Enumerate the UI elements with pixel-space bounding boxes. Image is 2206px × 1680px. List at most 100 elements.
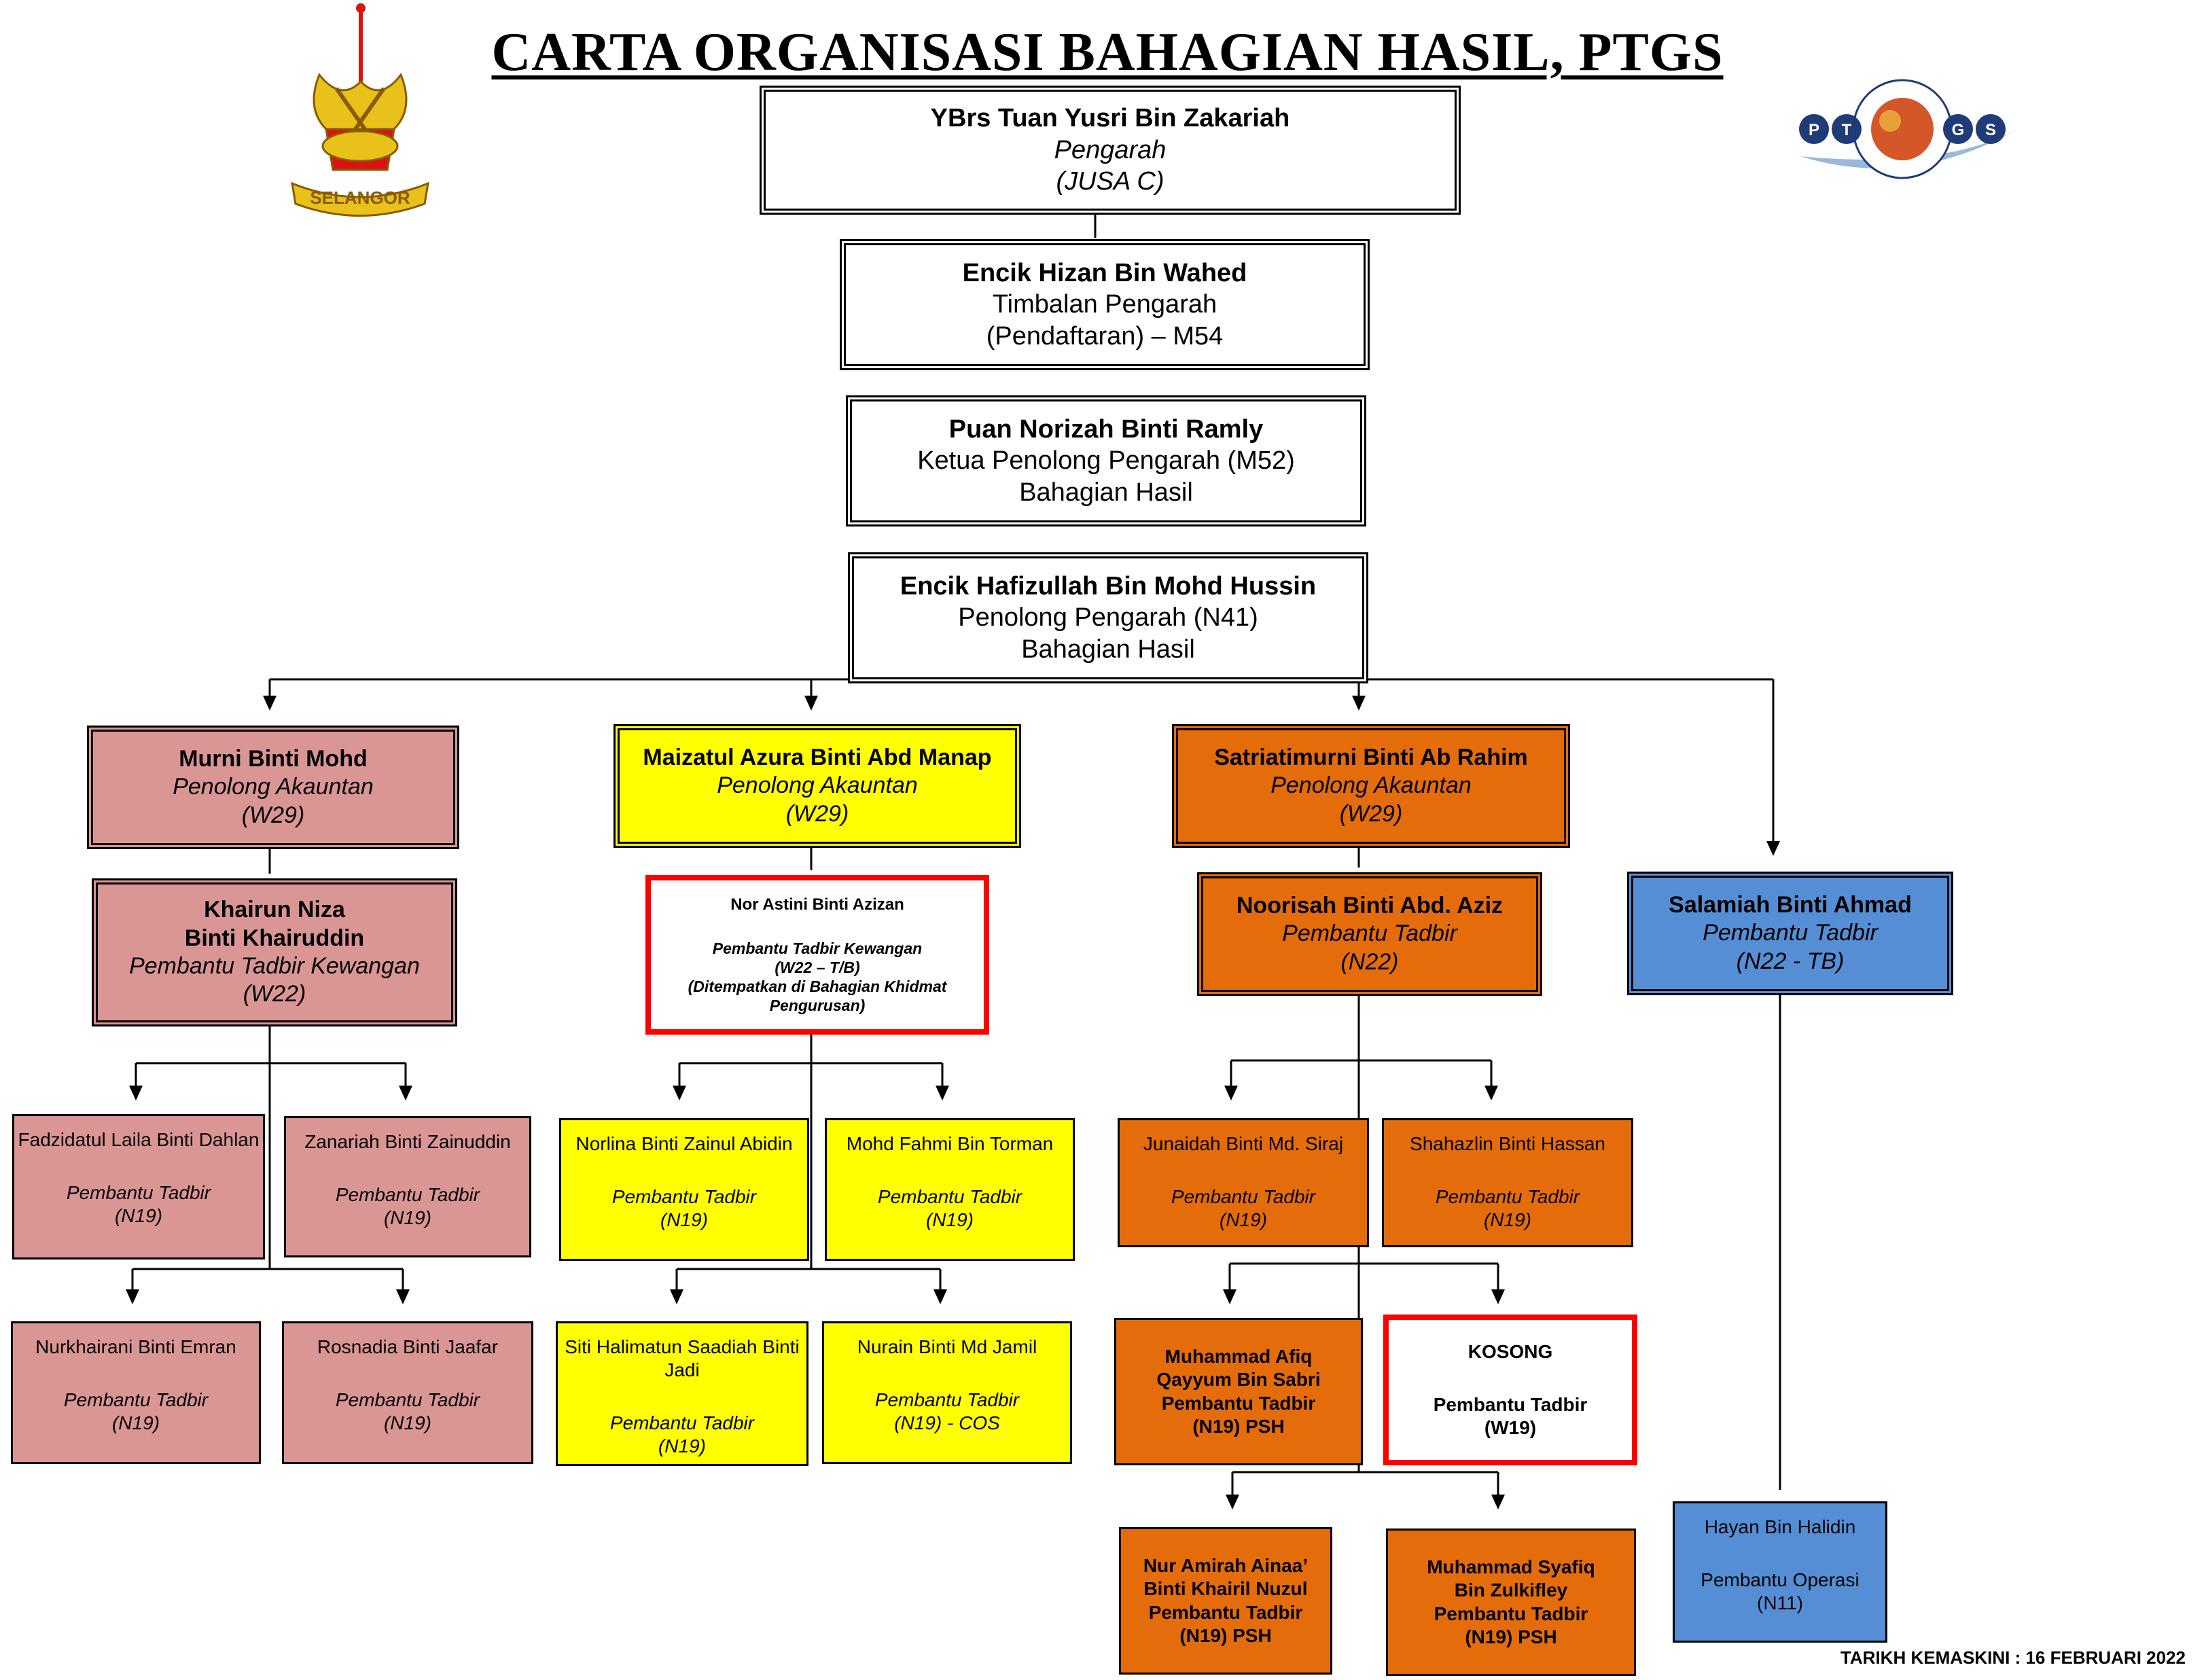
node-title: Pembantu Tadbir <box>1148 1601 1303 1623</box>
node-name: Nor Astini Binti Azizan <box>730 895 904 914</box>
node-grade: (N19) <box>925 1209 974 1231</box>
node-grade: (W29) <box>1339 800 1403 827</box>
node-title: Pembantu Tadbir <box>1282 921 1457 947</box>
node-ketua: Puan Norizah Binti Ramly Ketua Penolong … <box>846 395 1366 526</box>
node-amirah: Nur Amirah Ainaa’ Binti Khairil Nuzul Pe… <box>1119 1527 1332 1675</box>
node-grade: (N19) <box>383 1412 431 1434</box>
arrow-head <box>1766 841 1780 856</box>
node-title: Pembantu Tadbir <box>66 1182 211 1204</box>
node-name: Encik Hafizullah Bin Mohd Hussin <box>900 571 1317 601</box>
svg-text:G: G <box>1952 121 1965 139</box>
node-title: Pembantu Tadbir <box>1161 1392 1316 1414</box>
node-title: Timbalan Pengarah <box>992 290 1217 319</box>
arrow-head <box>933 1289 947 1304</box>
node-murni: Murni Binti Mohd Penolong Akauntan (W29) <box>87 726 459 849</box>
node-title: Pembantu Tadbir <box>874 1389 1020 1411</box>
node-norlina: Norlina Binti Zainul Abidin Pembantu Tad… <box>559 1118 809 1261</box>
node-title: Pembantu Tadbir <box>1171 1186 1316 1208</box>
node-name: Murni Binti Mohd <box>179 745 368 772</box>
arrow-head <box>804 696 818 711</box>
node-name: Rosnadia Binti Jaafar <box>317 1336 499 1357</box>
node-note: (Ditempatkan di Bahagian Khidmat Penguru… <box>688 978 947 1015</box>
node-name: Bin Zulkifley <box>1454 1579 1568 1601</box>
node-title: Pembantu Tadbir Kewangan <box>129 953 420 979</box>
node-grade: (N19) - COS <box>894 1412 1000 1434</box>
svg-text:P: P <box>1809 121 1819 139</box>
node-name: Junaidah Binti Md. Siraj <box>1143 1133 1344 1154</box>
node-grade: (N19) PSH <box>1179 1624 1272 1646</box>
arrow-head <box>1223 1289 1237 1304</box>
node-name: Nurkhairani Binti Emran <box>35 1336 236 1357</box>
node-name: Hayan Bin Halidin <box>1704 1516 1856 1537</box>
node-junaidah: Junaidah Binti Md. Siraj Pembantu Tadbir… <box>1118 1118 1369 1247</box>
node-name: Binti Khairil Nuzul <box>1143 1578 1308 1600</box>
node-timbalan: Encik Hizan Bin Wahed Timbalan Pengarah … <box>840 239 1370 370</box>
node-name: Salamiah Binti Ahmad <box>1669 891 1912 918</box>
node-grade: (N22 - TB) <box>1736 948 1845 974</box>
chart-title: CARTA ORGANISASI BAHAGIAN HASIL, PTGS <box>491 22 1724 82</box>
node-grade: (N22) <box>1340 948 1399 975</box>
arrow-head <box>126 1289 139 1304</box>
node-syafiq: Muhammad Syafiq Bin Zulkifley Pembantu T… <box>1386 1529 1636 1676</box>
node-title: Penolong Akauntan <box>1270 772 1472 799</box>
arrow-head <box>1226 1495 1239 1509</box>
arrow-head <box>1491 1289 1505 1304</box>
node-title: Pembantu Tadbir <box>611 1186 757 1208</box>
node-noorisah: Noorisah Binti Abd. Aziz Pembantu Tadbir… <box>1197 872 1542 996</box>
node-title: Pembantu Tadbir <box>1433 1393 1588 1415</box>
node-title: Penolong Pengarah (N41) <box>958 603 1258 632</box>
node-title: Penolong Akauntan <box>717 772 918 799</box>
node-name: Qayyum Bin Sabri <box>1156 1369 1321 1391</box>
node-grade: Bahagian Hasil <box>1019 478 1193 507</box>
node-nor-astini: Nor Astini Binti Azizan Pembantu Tadbir … <box>645 875 989 1035</box>
node-fahmi: Mohd Fahmi Bin Torman Pembantu Tadbir (N… <box>825 1118 1075 1261</box>
node-title: Pembantu Tadbir <box>1434 1603 1588 1624</box>
node-grade: (N11) <box>1757 1592 1803 1614</box>
node-title: Penolong Akauntan <box>173 774 374 800</box>
node-grade: (W22) <box>243 981 306 1007</box>
svg-text:S: S <box>1985 121 1996 139</box>
node-grade: (N19) <box>383 1207 431 1229</box>
node-grade: (N19) <box>114 1205 162 1227</box>
arrow-head <box>396 1289 410 1304</box>
node-name: Satriatimurni Binti Ab Rahim <box>1214 744 1528 770</box>
node-grade: (N19) PSH <box>1465 1626 1557 1647</box>
node-afiq: Muhammad Afiq Qayyum Bin Sabri Pembantu … <box>1114 1318 1363 1465</box>
node-title: Pembantu Operasi <box>1701 1569 1860 1591</box>
node-grade: (JUSA C) <box>1056 167 1164 196</box>
node-grade: (W29) <box>241 802 305 828</box>
arrow-head <box>936 1086 949 1101</box>
node-name: Norlina Binti Zainul Abidin <box>575 1133 793 1154</box>
node-name: Puan Norizah Binti Ramly <box>948 414 1264 444</box>
node-name: Shahazlin Binti Hassan <box>1410 1133 1605 1154</box>
node-grade: (Pendaftaran) – M54 <box>986 321 1224 351</box>
node-name: Muhammad Afiq <box>1164 1346 1313 1368</box>
node-pengarah: YBrs Tuan Yusri Bin Zakariah Pengarah (J… <box>760 86 1461 215</box>
node-satriatimurni: Satriatimurni Binti Ab Rahim Penolong Ak… <box>1172 724 1570 848</box>
node-halimatun: Siti Halimatun Saadiah Binti Jadi Pemban… <box>556 1321 808 1466</box>
node-title: Pembantu Tadbir <box>63 1389 209 1411</box>
node-title: Pembantu Tadbir <box>609 1412 755 1434</box>
node-name: Nurain Binti Md Jamil <box>857 1336 1037 1357</box>
arrow-head <box>673 1086 686 1101</box>
node-title: Pembantu Tadbir Kewangan <box>712 940 923 958</box>
svg-text:T: T <box>1842 121 1852 139</box>
node-grade: (N19) <box>1483 1209 1531 1231</box>
node-grade: (W22 – T/B) <box>775 959 860 977</box>
node-grade: (W29) <box>785 800 849 827</box>
arrow-head <box>1224 1086 1238 1101</box>
node-title: Ketua Penolong Pengarah (M52) <box>917 446 1295 476</box>
node-name: Siti Halimatun Saadiah Binti Jadi <box>565 1336 800 1381</box>
node-name: KOSONG <box>1467 1340 1553 1362</box>
ptgs-logo-icon: P T G S <box>1773 75 2031 190</box>
node-nurkhairani: Nurkhairani Binti Emran Pembantu Tadbir … <box>11 1321 261 1464</box>
arrow-head <box>129 1086 143 1101</box>
arrow-head <box>1352 696 1366 711</box>
node-name: Fadzidatul Laila Binti Dahlan <box>18 1129 260 1150</box>
node-grade: (N19) <box>1219 1209 1267 1231</box>
arrow-head <box>399 1086 412 1101</box>
node-nurain: Nurain Binti Md Jamil Pembantu Tadbir (N… <box>822 1321 1072 1464</box>
node-khairun: Khairun Niza Binti Khairuddin Pembantu T… <box>92 878 457 1026</box>
arrow-head <box>1484 1086 1498 1101</box>
